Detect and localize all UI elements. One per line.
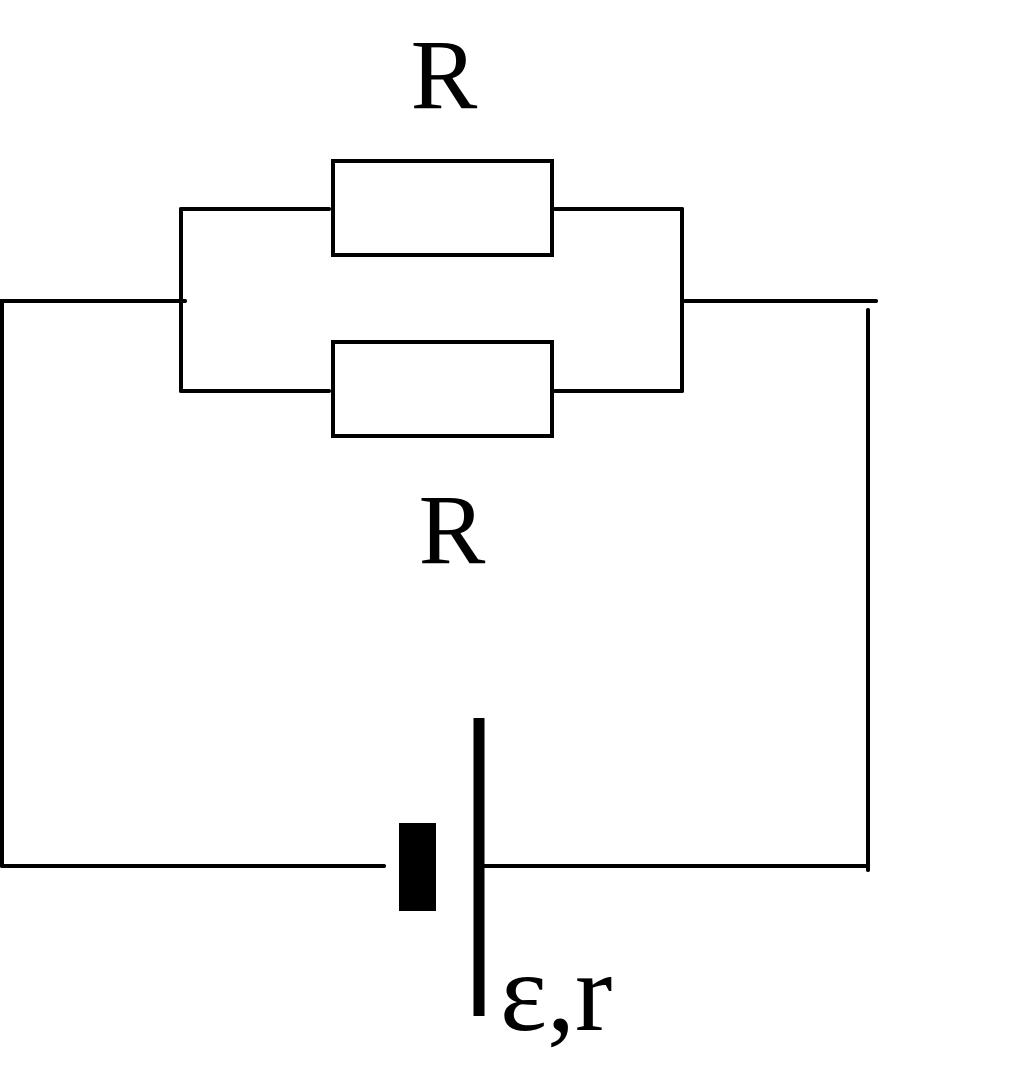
resistor-top-label: R — [411, 19, 478, 130]
resistor-top — [331, 159, 554, 257]
resistor-bottom — [331, 340, 554, 438]
battery-label: ε,r — [500, 931, 612, 1055]
resistor-bottom-label: R — [419, 474, 486, 585]
battery-negative-plate — [399, 823, 436, 911]
